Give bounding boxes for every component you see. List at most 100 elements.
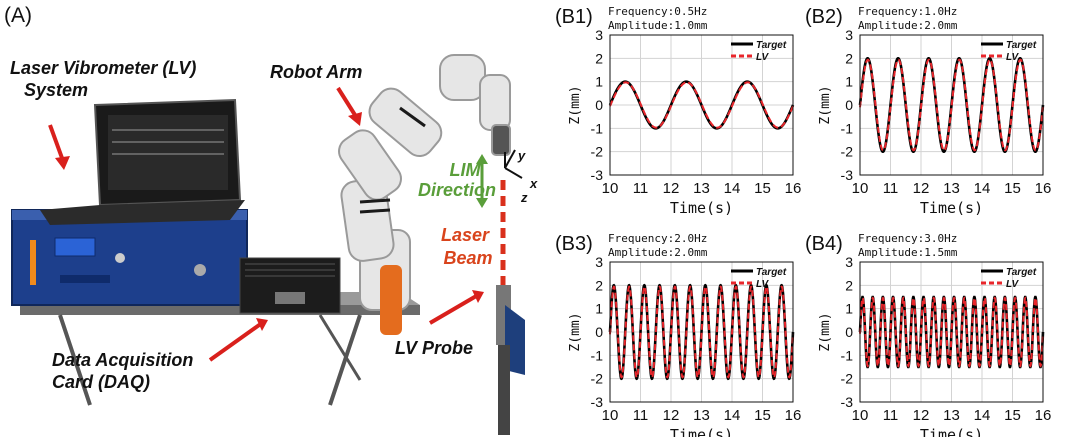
- x-tick-label: 16: [1035, 180, 1052, 197]
- x-tick-label: 11: [883, 180, 899, 197]
- daq-label-line1: Data Acquisition: [52, 350, 194, 370]
- y-tick-label: 2: [845, 50, 853, 66]
- lv-probe-illustration: [496, 285, 525, 435]
- frequency-text: Frequency:1.0Hz: [858, 5, 957, 18]
- laser-label: Laser: [440, 225, 490, 245]
- y-tick-label: 3: [595, 254, 603, 270]
- x-tick-label: 12: [663, 407, 680, 424]
- x-tick-label: 13: [693, 180, 710, 197]
- y-axis-label: Z(mm): [818, 312, 833, 351]
- axis-x-label: x: [530, 176, 538, 191]
- plot-frame: [609, 34, 794, 176]
- lim-direction-arrow: [476, 154, 488, 208]
- y-tick-label: 2: [845, 277, 853, 293]
- y-tick-label: 3: [595, 27, 603, 43]
- x-tick-label: 10: [852, 407, 869, 424]
- series-lv-line: [859, 58, 1044, 152]
- x-tick-label: 10: [602, 407, 619, 424]
- frequency-text: Frequency:3.0Hz: [858, 232, 957, 245]
- x-axis-label: Time(s): [920, 199, 983, 217]
- amplitude-text: Amplitude:2.0mm: [858, 19, 958, 32]
- robot-arm-label: Robot Arm: [270, 62, 363, 82]
- x-axis-label: Time(s): [670, 426, 733, 437]
- laptop-illustration: [40, 98, 245, 225]
- plot-frame: [609, 261, 794, 403]
- legend-target-label: Target: [756, 40, 787, 51]
- y-tick-label: 3: [845, 27, 853, 43]
- daq-label-line2: Card (DAQ): [52, 372, 150, 392]
- beam-label: Beam: [443, 248, 493, 268]
- y-tick-label: -2: [591, 371, 604, 387]
- y-tick-label: 1: [845, 301, 853, 317]
- axis-z-label: z: [521, 190, 528, 205]
- x-tick-label: 14: [974, 407, 991, 424]
- x-tick-label: 13: [693, 407, 710, 424]
- y-tick-label: 1: [845, 74, 853, 90]
- legend-target-label: Target: [1006, 267, 1037, 278]
- y-tick-label: -2: [841, 371, 854, 387]
- pointer-arrows: [48, 86, 484, 362]
- coordinate-frame: [504, 149, 523, 179]
- x-tick-label: 14: [974, 180, 991, 197]
- panel-label-b3: (B3): [555, 233, 593, 255]
- y-tick-label: -3: [841, 167, 854, 183]
- x-tick-label: 16: [785, 407, 802, 424]
- panel-label-b4: (B4): [805, 233, 843, 255]
- legend-lv-label: LV: [756, 279, 770, 290]
- y-tick-label: -1: [591, 347, 604, 363]
- frequency-text: Frequency:0.5Hz: [608, 5, 707, 18]
- experimental-setup-photo: [11, 54, 525, 435]
- frequency-text: Frequency:2.0Hz: [608, 232, 707, 245]
- x-tick-label: 11: [883, 407, 899, 424]
- y-tick-label: 0: [595, 97, 603, 113]
- x-tick-label: 15: [754, 407, 771, 424]
- amplitude-text: Amplitude:2.0mm: [608, 246, 708, 259]
- y-tick-label: -3: [841, 394, 854, 410]
- laser-vibrometer-label-system: System: [24, 80, 89, 100]
- x-tick-label: 12: [913, 407, 930, 424]
- x-tick-label: 14: [724, 407, 741, 424]
- x-tick-label: 12: [663, 180, 680, 197]
- series-lv-line: [609, 81, 794, 129]
- legend-target-label: Target: [1006, 40, 1037, 51]
- y-tick-label: -1: [841, 120, 854, 136]
- y-axis-label: Z(mm): [818, 85, 833, 124]
- legend-lv-label: LV: [1006, 279, 1020, 290]
- x-tick-label: 12: [913, 180, 930, 197]
- panel-label-b1: (B1): [555, 6, 593, 28]
- series-lv-line: [859, 296, 1044, 368]
- x-tick-label: 13: [943, 407, 960, 424]
- series-lv-line: [609, 285, 794, 379]
- y-tick-label: 0: [845, 324, 853, 340]
- y-tick-label: -1: [591, 120, 604, 136]
- x-axis-label: Time(s): [670, 199, 733, 217]
- plot-frame: [859, 34, 1044, 176]
- x-tick-label: 15: [1004, 407, 1021, 424]
- x-tick-label: 11: [633, 180, 649, 197]
- legend-lv-label: LV: [756, 52, 770, 63]
- amplitude-text: Amplitude:1.5mm: [858, 246, 958, 259]
- y-tick-label: 2: [595, 277, 603, 293]
- series-target-line: [858, 295, 1045, 369]
- y-tick-label: 1: [595, 301, 603, 317]
- y-tick-label: -3: [591, 167, 604, 183]
- y-tick-label: 3: [845, 254, 853, 270]
- y-axis-label: Z(mm): [568, 312, 583, 351]
- y-tick-label: -3: [591, 394, 604, 410]
- daq-card: [239, 257, 341, 314]
- laser-vibrometer-label: Laser Vibrometer (LV): [10, 58, 197, 78]
- y-tick-label: 0: [845, 97, 853, 113]
- y-tick-label: -2: [841, 144, 854, 160]
- x-tick-label: 16: [785, 180, 802, 197]
- panel-label-b2: (B2): [805, 6, 843, 28]
- y-tick-label: 2: [595, 50, 603, 66]
- plot-frame: [859, 261, 1044, 403]
- lim-label: LIM: [449, 160, 481, 180]
- x-tick-label: 15: [1004, 180, 1021, 197]
- x-tick-label: 10: [602, 180, 619, 197]
